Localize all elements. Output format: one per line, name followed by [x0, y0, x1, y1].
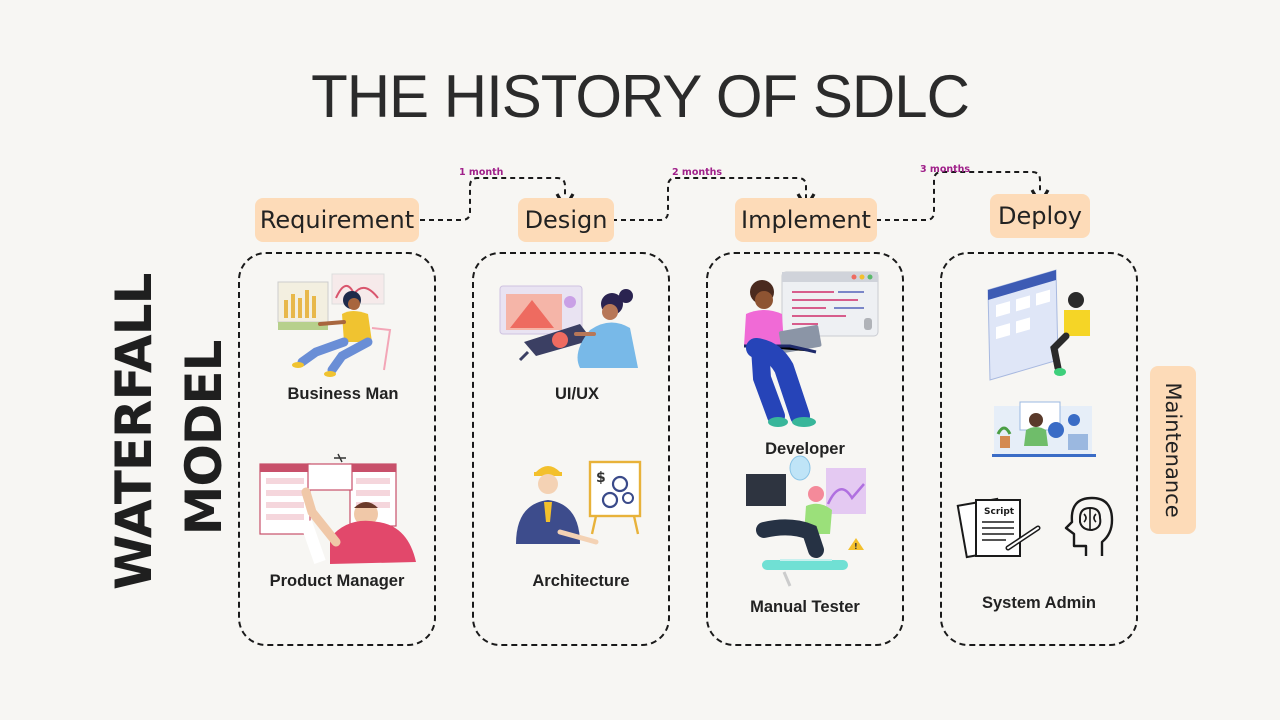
svg-text:Script: Script: [984, 507, 1015, 517]
product-manager-illustration: [259, 453, 416, 564]
phase-requirement: Requirement: [255, 198, 419, 242]
architecture-illustration: $: [516, 460, 642, 545]
duration-label-1: 1 month: [459, 167, 504, 178]
brain-head-icon: [1064, 496, 1114, 556]
svg-text:!: !: [854, 542, 858, 551]
implement-box: [706, 252, 904, 646]
script-document-illustration: Script: [956, 497, 1041, 559]
role-system-admin: System Admin: [981, 594, 1096, 612]
role-developer: Developer: [765, 440, 845, 458]
deploy-box: [940, 252, 1138, 646]
developer-illustration: [744, 271, 879, 427]
connector-design-implement: [612, 177, 816, 221]
role-ui-ux: UI/UX: [554, 385, 599, 403]
duration-label-3: 3 months: [920, 164, 971, 175]
phase-deploy: Deploy: [990, 194, 1090, 238]
deploy-dashboard-illustration: [987, 269, 1090, 381]
design-box: [472, 252, 670, 646]
business-man-illustration: [277, 273, 392, 377]
ui-ux-illustration: [499, 285, 638, 368]
connector-requirement-design: [420, 177, 575, 221]
deploy-settings-illustration: [992, 401, 1096, 457]
page-title: THE HISTORY OF SDLC: [311, 63, 970, 130]
role-architecture: Architecture: [532, 572, 630, 590]
connector-implement-deploy: [876, 171, 1050, 221]
phase-implement: Implement: [735, 198, 877, 242]
manual-tester-illustration: !: [746, 455, 866, 587]
requirement-box: [238, 252, 436, 646]
role-manual-tester: Manual Tester: [750, 598, 860, 616]
role-product-manager: Product Manager: [269, 572, 405, 590]
maintenance-text: Maintenance: [1161, 382, 1185, 518]
maintenance-label: Maintenance: [1150, 366, 1196, 534]
duration-label-2: 2 months: [672, 167, 723, 178]
role-business-man: Business Man: [287, 385, 399, 403]
svg-text:$: $: [596, 470, 606, 486]
phase-design: Design: [518, 198, 614, 242]
